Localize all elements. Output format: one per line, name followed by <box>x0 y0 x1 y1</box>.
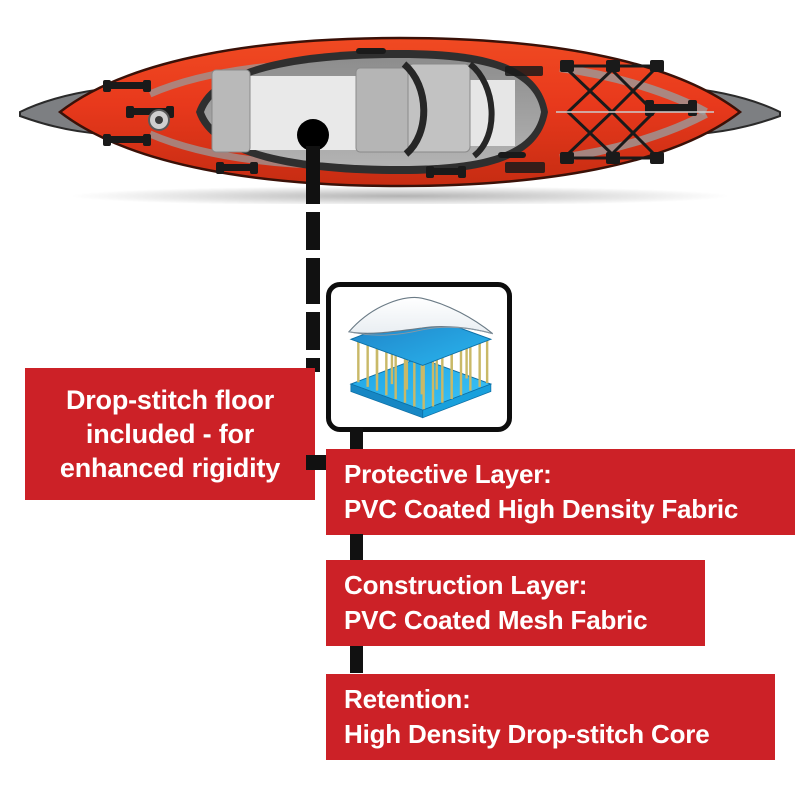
callout-dot-icon <box>297 119 329 151</box>
kayak-illustration <box>19 36 781 204</box>
construction-line-1: Construction Layer: <box>344 570 588 600</box>
valve-center <box>155 116 163 124</box>
callout-box-retention: Retention: High Density Drop-stitch Core <box>326 674 775 760</box>
drop-stitch-diagram <box>347 296 494 419</box>
leader-dash-1 <box>306 146 320 204</box>
drop-stitch-diagram-inset <box>326 282 512 432</box>
floor-line-2: included - for <box>85 419 255 449</box>
floor-line-3: enhanced rigidity <box>59 453 281 483</box>
inset-to-protective-connector <box>350 428 363 450</box>
leader-dash-3 <box>306 258 320 304</box>
callout-box-construction-layer: Construction Layer: PVC Coated Mesh Fabr… <box>326 560 705 646</box>
kayak-product-image <box>0 24 800 204</box>
protective-to-construction-connector <box>350 534 363 561</box>
seat-strap <box>401 61 428 157</box>
protective-line-1: Protective Layer: <box>344 459 552 489</box>
kayak-shadow <box>70 186 730 204</box>
middle-seat-back <box>355 67 409 153</box>
hull-accent-stripe-right-lower <box>559 110 708 162</box>
brand-badge-upper <box>505 66 543 76</box>
protective-line-2: PVC Coated High Density Fabric <box>344 494 739 524</box>
floor-to-protective-connector <box>306 455 328 470</box>
construction-to-retention-connector <box>350 646 363 673</box>
floor-line-1: Drop-stitch floor <box>65 385 275 415</box>
callout-box-protective-layer: Protective Layer: PVC Coated High Densit… <box>326 449 795 535</box>
retention-line-2: High Density Drop-stitch Core <box>344 719 710 749</box>
bungee-anchors <box>560 60 664 164</box>
callout-box-drop-stitch-floor: Drop-stitch floor included - for enhance… <box>25 368 315 500</box>
leader-dash-2 <box>306 212 320 250</box>
leader-dash-4 <box>306 312 320 350</box>
brand-badge-lower <box>505 162 545 173</box>
construction-line-2: PVC Coated Mesh Fabric <box>344 605 648 635</box>
retention-line-1: Retention: <box>344 684 471 714</box>
seat-strap-rear <box>468 61 495 159</box>
front-seat <box>211 69 251 153</box>
diagram-top-skin <box>347 296 494 336</box>
